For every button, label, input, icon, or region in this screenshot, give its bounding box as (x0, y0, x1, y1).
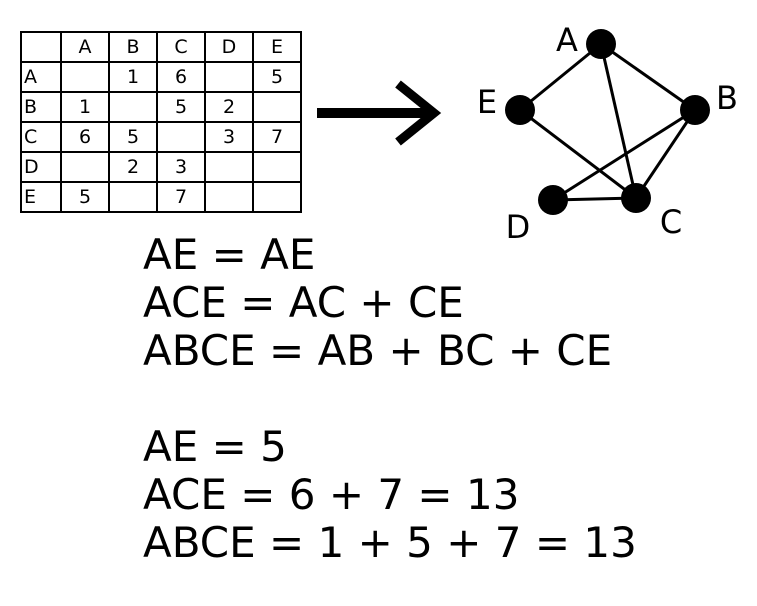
matrix-cell: 5 (252, 61, 302, 93)
matrix-row: D 2 3 (20, 151, 302, 183)
matrix-cell (252, 151, 302, 183)
matrix-row-header: D (20, 151, 62, 183)
graph-node-labels: A B C D E (477, 21, 738, 246)
edge-ae (519, 42, 602, 112)
edge-ab (600, 42, 696, 112)
node-label-b: B (716, 79, 738, 117)
matrix-cell: 7 (156, 181, 206, 213)
matrix-col-header: B (108, 31, 158, 63)
arrow-right-icon (317, 80, 442, 146)
path-formulas: AE = AE ACE = AC + CE ABCE = AB + BC + C… (143, 231, 637, 567)
formula-line: ABCE = AB + BC + CE (143, 326, 613, 375)
matrix-header-row: A B C D E (20, 31, 302, 63)
matrix-cell: 6 (156, 61, 206, 93)
matrix-cell: 3 (156, 151, 206, 183)
formula-line: ACE = 6 + 7 = 13 (143, 470, 520, 519)
matrix-cell: 1 (108, 61, 158, 93)
node-label-c: C (660, 203, 682, 241)
matrix-row-header: E (20, 181, 62, 213)
matrix-cell (204, 151, 254, 183)
graph-edges (519, 42, 697, 202)
matrix-row-header: A (20, 61, 62, 93)
matrix-cell (252, 181, 302, 213)
matrix-cell: 6 (60, 121, 110, 153)
matrix-cell: 5 (108, 121, 158, 153)
edge-ec (519, 108, 637, 200)
matrix-cell: 3 (204, 121, 254, 153)
matrix-cell: 1 (60, 91, 110, 123)
matrix-cell (108, 91, 158, 123)
matrix-row: C 6 5 3 7 (20, 121, 302, 153)
matrix-cell (108, 181, 158, 213)
matrix-col-header: C (156, 31, 206, 63)
matrix-cell: 2 (108, 151, 158, 183)
matrix-row-header: B (20, 91, 62, 123)
matrix-cell (60, 61, 110, 93)
matrix-col-header: A (60, 31, 110, 63)
formula-line: ABCE = 1 + 5 + 7 = 13 (143, 518, 637, 567)
node-label-e: E (477, 83, 497, 121)
edge-bd (552, 108, 696, 202)
matrix-col-header: E (252, 31, 302, 63)
edge-ac (599, 43, 638, 199)
matrix-row: E 5 7 (20, 181, 302, 213)
matrix-cell: 5 (156, 91, 206, 123)
matrix-col-header: D (204, 31, 254, 63)
matrix-cell (60, 151, 110, 183)
matrix-cell: 5 (60, 181, 110, 213)
matrix-cell: 7 (252, 121, 302, 153)
node-c (621, 183, 651, 213)
node-e (505, 95, 535, 125)
node-b (680, 95, 710, 125)
matrix-row: B 1 5 2 (20, 91, 302, 123)
edge-bc (634, 109, 697, 199)
matrix-cell (204, 181, 254, 213)
matrix-row-header: C (20, 121, 62, 153)
matrix-cell: 2 (204, 91, 254, 123)
node-a (586, 29, 616, 59)
adjacency-matrix: A B C D E A 1 6 5 B 1 5 2 C 6 5 3 7 D 2 … (20, 31, 302, 213)
formula-line: AE = AE (143, 230, 316, 279)
matrix-cell (204, 61, 254, 93)
formula-spacer (143, 375, 637, 423)
node-d (538, 185, 568, 215)
formula-line: AE = 5 (143, 422, 287, 471)
node-label-a: A (556, 21, 578, 59)
matrix-corner-cell (20, 31, 62, 63)
node-label-d: D (506, 208, 531, 246)
formula-line: ACE = AC + CE (143, 278, 464, 327)
matrix-row: A 1 6 5 (20, 61, 302, 93)
matrix-cell (252, 91, 302, 123)
matrix-cell (156, 121, 206, 153)
graph-nodes (505, 29, 710, 215)
